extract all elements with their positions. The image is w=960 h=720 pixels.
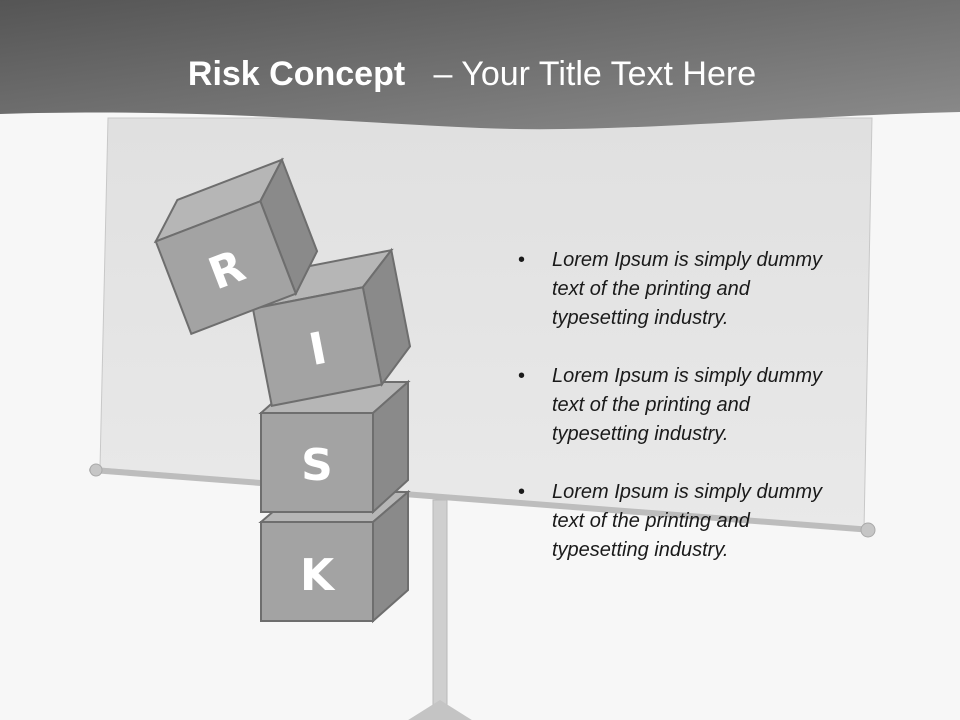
list-item: • Lorem Ipsum is simply dummy text of th… [518,478,838,565]
block-letter-k: K [300,550,336,601]
bullet-marker: • [518,365,526,387]
title-separator: – [433,55,453,93]
block-r: R [153,157,319,336]
bullet-text: Lorem Ipsum is simply dummy text of the … [552,365,823,445]
list-item: • Lorem Ipsum is simply dummy text of th… [518,362,838,449]
block-letter-s: S [301,440,333,491]
slide-title: Risk Concept – Your Title Text Here [0,52,944,96]
bullet-marker: • [518,481,526,503]
bullet-text: Lorem Ipsum is simply dummy text of the … [552,481,823,561]
bullet-text: Lorem Ipsum is simply dummy text of the … [552,249,823,329]
block-s: S [258,379,411,515]
list-item: • Lorem Ipsum is simply dummy text of th… [518,246,838,333]
bullet-list: • Lorem Ipsum is simply dummy text of th… [518,246,838,594]
screen-stand [408,499,472,720]
block-k: K [258,489,411,624]
title-main: Risk Concept [187,55,406,93]
title-sub: Your Title Text Here [461,55,757,93]
header-banner [0,0,960,130]
bullet-marker: • [518,249,526,271]
